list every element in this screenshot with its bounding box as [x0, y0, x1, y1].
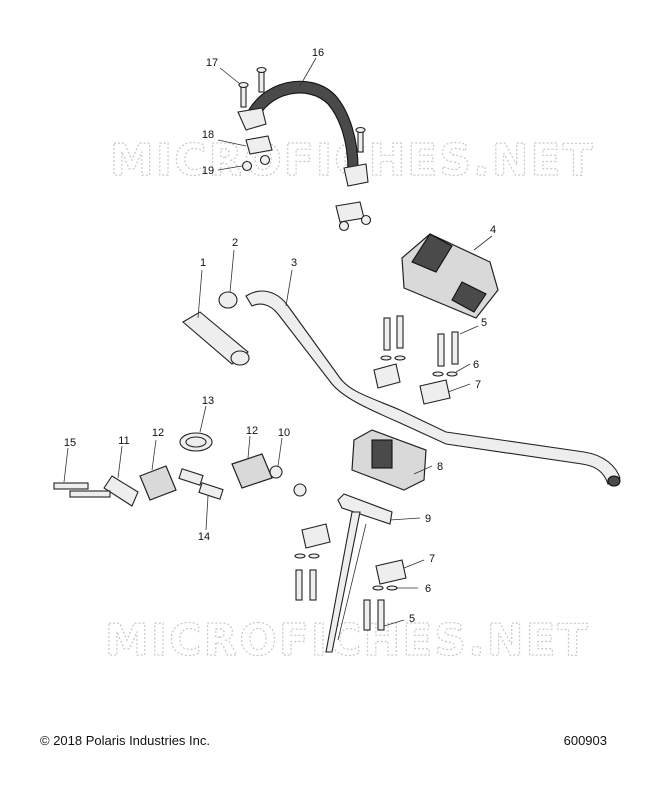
callout-5-lower: 5 — [409, 613, 415, 625]
nut-part — [241, 154, 372, 232]
copyright-text: © 2018 Polaris Industries Inc. — [40, 733, 210, 748]
callout-10: 10 — [278, 427, 290, 439]
callout-12-left: 12 — [152, 427, 164, 439]
callout-16: 16 — [312, 47, 324, 59]
callout-6-lower: 6 — [425, 583, 431, 595]
callout-15: 15 — [64, 437, 76, 449]
handlebar-part — [245, 290, 621, 487]
callout-14: 14 — [198, 531, 210, 543]
plate-part — [103, 475, 139, 507]
mount-clamp-part — [139, 453, 273, 501]
ring-part — [179, 432, 213, 452]
spacer-part — [178, 468, 224, 500]
callout-5-upper: 5 — [481, 317, 487, 329]
callout-1: 1 — [200, 257, 206, 269]
callout-3: 3 — [291, 257, 297, 269]
callout-11: 11 — [118, 435, 129, 447]
callout-2: 2 — [232, 237, 238, 249]
callout-7-lower: 7 — [429, 553, 435, 565]
nut-part-10 — [269, 465, 307, 497]
callout-7-upper: 7 — [475, 379, 481, 391]
riser-clamp-part — [301, 363, 451, 585]
callout-19: 19 — [202, 165, 214, 177]
handlebar-pad-part — [401, 233, 499, 319]
clamp-part — [245, 135, 365, 223]
end-cap-part — [218, 291, 238, 309]
leader-lines — [63, 57, 493, 627]
bolt-part — [238, 66, 366, 153]
callout-6-upper: 6 — [473, 359, 479, 371]
riser-bolt-part — [295, 315, 459, 631]
callout-9: 9 — [425, 513, 431, 525]
callout-13: 13 — [202, 395, 214, 407]
callout-8: 8 — [437, 461, 443, 473]
steering-post-part — [325, 493, 393, 653]
washer-part — [294, 355, 458, 591]
callout-12-right: 12 — [246, 425, 258, 437]
figure-number: 600903 — [563, 733, 607, 748]
callout-18: 18 — [202, 129, 214, 141]
watermark-bottom: MICROFICHES.NET — [105, 615, 590, 666]
long-bolt-part — [53, 482, 111, 498]
callout-4: 4 — [490, 224, 496, 236]
handlebar-brace-part — [237, 80, 369, 187]
grip-part — [182, 311, 250, 366]
callout-17: 17 — [206, 57, 218, 69]
riser-block-part — [351, 429, 427, 491]
